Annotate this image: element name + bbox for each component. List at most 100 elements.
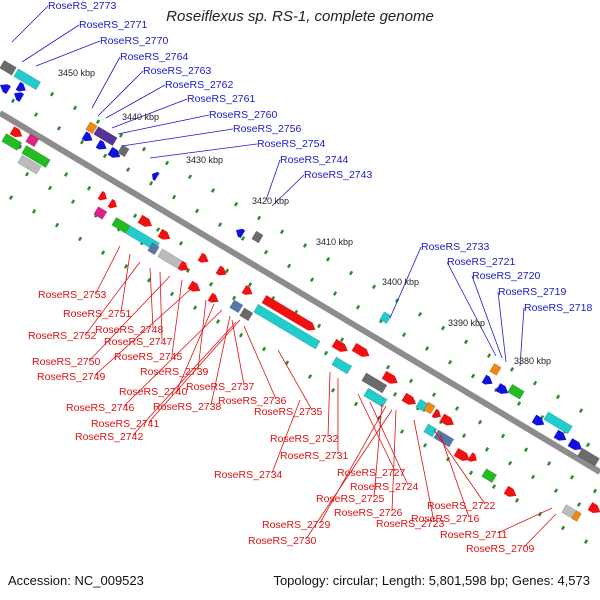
gene-label-upper[interactable]: RoseRS_2773 (48, 0, 116, 12)
gene-feature[interactable] (13, 68, 41, 91)
gene-feature[interactable] (117, 144, 130, 158)
gene-feature[interactable] (111, 217, 131, 234)
gene-feature[interactable] (1, 133, 23, 151)
gene-feature[interactable] (503, 485, 519, 500)
gene-feature[interactable] (234, 226, 246, 239)
gene-feature[interactable] (93, 206, 108, 220)
gene-label-lower[interactable]: RoseRS_2738 (153, 401, 221, 413)
gene-feature[interactable] (97, 190, 109, 203)
gene-feature[interactable] (467, 452, 479, 464)
gene-label-upper[interactable]: RoseRS_2771 (79, 19, 147, 31)
gene-feature[interactable] (261, 295, 318, 334)
gene-feature[interactable] (85, 121, 98, 134)
gene-feature[interactable] (481, 374, 495, 388)
gene-feature[interactable] (251, 230, 264, 244)
gene-label-lower[interactable]: RoseRS_2753 (38, 289, 106, 301)
gene-feature[interactable] (571, 510, 582, 522)
gene-label-upper[interactable]: RoseRS_2733 (421, 241, 489, 253)
gene-label-upper[interactable]: RoseRS_2721 (447, 256, 515, 268)
gene-feature[interactable] (587, 502, 600, 516)
gene-label-lower[interactable]: RoseRS_2730 (248, 535, 316, 547)
gene-feature[interactable] (215, 265, 229, 279)
gene-label-upper[interactable]: RoseRS_2764 (120, 51, 188, 63)
gene-feature[interactable] (107, 146, 123, 161)
gene-feature[interactable] (187, 280, 203, 295)
gene-feature[interactable] (495, 383, 511, 397)
gene-label-upper[interactable]: RoseRS_2720 (472, 270, 540, 282)
gene-label-upper[interactable]: RoseRS_2762 (165, 79, 233, 91)
gene-feature[interactable] (453, 447, 472, 464)
gene-label-upper[interactable]: RoseRS_2770 (100, 35, 168, 47)
gene-label-lower[interactable]: RoseRS_2739 (140, 366, 208, 378)
gene-label-lower[interactable]: RoseRS_2716 (411, 513, 479, 525)
gene-feature[interactable] (381, 370, 400, 387)
gene-feature[interactable] (17, 154, 42, 175)
gene-label-lower[interactable]: RoseRS_2750 (32, 356, 100, 368)
gene-label-lower[interactable]: RoseRS_2729 (262, 519, 330, 531)
gene-feature[interactable] (489, 363, 502, 376)
gene-label-lower[interactable]: RoseRS_2742 (75, 431, 143, 443)
gene-feature[interactable] (531, 414, 547, 429)
gene-feature[interactable] (229, 299, 244, 314)
gene-feature[interactable] (207, 292, 221, 306)
gene-feature[interactable] (567, 438, 585, 453)
gene-feature[interactable] (239, 307, 254, 322)
gene-feature[interactable] (15, 81, 28, 94)
gene-label-lower[interactable]: RoseRS_2731 (280, 450, 348, 462)
gene-label-lower[interactable]: RoseRS_2723 (376, 518, 444, 530)
gene-label-upper[interactable]: RoseRS_2756 (233, 123, 301, 135)
gene-feature[interactable] (0, 81, 11, 94)
gene-feature[interactable] (0, 59, 17, 76)
gene-feature[interactable] (21, 145, 51, 168)
gene-label-upper[interactable]: RoseRS_2719 (498, 286, 566, 298)
gene-label-lower[interactable]: RoseRS_2709 (466, 543, 534, 555)
gene-label-upper[interactable]: RoseRS_2743 (304, 169, 372, 181)
gene-feature[interactable] (157, 228, 173, 243)
gene-label-lower[interactable]: RoseRS_2735 (254, 406, 322, 418)
gene-feature[interactable] (423, 401, 436, 415)
gene-feature[interactable] (147, 242, 160, 256)
gene-feature[interactable] (137, 214, 155, 230)
gene-feature[interactable] (331, 356, 353, 375)
gene-feature[interactable] (241, 285, 255, 298)
gene-label-lower[interactable]: RoseRS_2737 (186, 381, 254, 393)
gene-feature[interactable] (253, 303, 321, 350)
gene-label-lower[interactable]: RoseRS_2748 (95, 324, 163, 336)
gene-feature[interactable] (431, 408, 443, 421)
gene-label-lower[interactable]: RoseRS_2725 (316, 493, 384, 505)
gene-label-lower[interactable]: RoseRS_2752 (28, 330, 96, 342)
gene-feature[interactable] (507, 383, 525, 400)
gene-feature[interactable] (363, 387, 388, 408)
gene-feature[interactable] (150, 170, 160, 181)
gene-label-lower[interactable]: RoseRS_2726 (334, 507, 402, 519)
gene-feature[interactable] (81, 131, 95, 144)
gene-feature[interactable] (543, 411, 573, 435)
gene-label-lower[interactable]: RoseRS_2722 (427, 500, 495, 512)
gene-feature[interactable] (433, 429, 455, 448)
gene-feature[interactable] (12, 90, 25, 102)
gene-label-lower[interactable]: RoseRS_2751 (63, 308, 131, 320)
gene-label-upper[interactable]: RoseRS_2754 (257, 138, 325, 150)
gene-feature[interactable] (401, 392, 419, 408)
gene-feature[interactable] (423, 423, 438, 438)
gene-label-upper[interactable]: RoseRS_2744 (280, 154, 348, 166)
gene-label-lower[interactable]: RoseRS_2745 (114, 351, 182, 363)
gene-feature[interactable] (361, 372, 388, 394)
gene-feature[interactable] (577, 447, 600, 467)
gene-feature[interactable] (379, 311, 392, 324)
gene-label-lower[interactable]: RoseRS_2711 (440, 529, 508, 541)
gene-label-lower[interactable]: RoseRS_2740 (119, 386, 187, 398)
gene-label-lower[interactable]: RoseRS_2741 (91, 418, 159, 430)
gene-label-lower[interactable]: RoseRS_2724 (350, 481, 418, 493)
gene-feature[interactable] (95, 139, 109, 153)
gene-feature[interactable] (439, 413, 457, 429)
gene-label-upper[interactable]: RoseRS_2761 (187, 93, 255, 105)
gene-feature[interactable] (197, 252, 211, 266)
gene-feature[interactable] (25, 133, 40, 148)
gene-feature[interactable] (331, 338, 350, 355)
gene-feature[interactable] (481, 468, 497, 483)
gene-label-lower[interactable]: RoseRS_2727 (337, 467, 405, 479)
gene-label-upper[interactable]: RoseRS_2718 (524, 302, 592, 314)
gene-label-upper[interactable]: RoseRS_2760 (209, 109, 277, 121)
gene-label-lower[interactable]: RoseRS_2732 (270, 433, 338, 445)
